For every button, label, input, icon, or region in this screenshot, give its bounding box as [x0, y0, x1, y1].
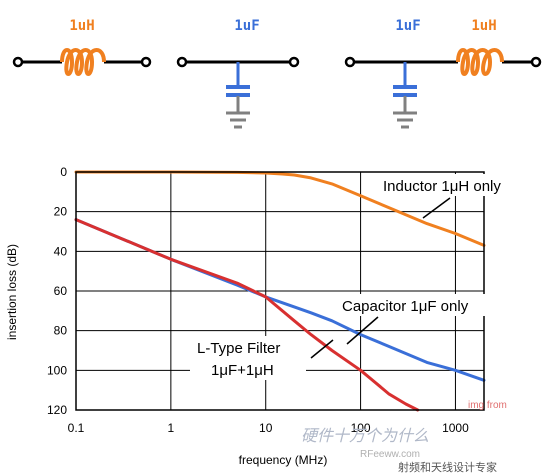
- inductor-coil-icon: [60, 48, 106, 76]
- annotation-bg: [376, 174, 516, 196]
- capacitor-icon: [226, 85, 250, 97]
- y-tick-label: 80: [54, 324, 68, 338]
- watermark-url: RFeeww.com: [360, 449, 420, 460]
- terminal-right: [288, 56, 300, 68]
- terminal-left: [176, 56, 188, 68]
- x-tick-label: 1000: [442, 421, 469, 435]
- series-line-capacitor: [74, 218, 486, 382]
- annotation-pointer: [346, 316, 379, 345]
- circuit-capacitor-only: 1uF: [176, 18, 300, 129]
- annotation-l-type-line2: 1μF+1μH: [211, 362, 274, 379]
- y-tick-labels: 0 20 40 60 80 100 120: [47, 165, 67, 417]
- terminal-right: [530, 56, 542, 68]
- y-axis-title: insertion loss (dB): [5, 244, 19, 340]
- y-tick-label: 60: [54, 284, 68, 298]
- watermark-brand: 硬件十万个为什么: [301, 427, 429, 445]
- terminal-left: [344, 56, 356, 68]
- watermark-sub: 射频和天线设计专家: [398, 460, 497, 473]
- x-tick-label: 10: [259, 421, 273, 435]
- y-tick-label: 0: [60, 165, 67, 179]
- circuit-l-type: 1uF 1uH: [344, 18, 542, 129]
- x-tick-label: 0.1: [68, 421, 85, 435]
- annotation-inductor: Inductor 1μH only: [383, 178, 501, 195]
- ground-icon: [393, 111, 417, 129]
- y-tick-label: 100: [47, 363, 67, 377]
- l-type-capacitor-label: 1uF: [395, 18, 420, 34]
- plot-area: [75, 171, 485, 411]
- annotation-pointer: [422, 197, 451, 219]
- y-tick-label: 20: [54, 205, 68, 219]
- x-tick-label: 1: [168, 421, 175, 435]
- annotation-pointer: [310, 339, 334, 359]
- annotation-bg: [337, 294, 509, 316]
- terminal-right: [140, 56, 152, 68]
- y-tick-label: 120: [47, 403, 67, 417]
- inductor-coil-icon: [456, 48, 504, 76]
- l-type-inductor-label: 1uH: [471, 18, 496, 34]
- inductor-label: 1uH: [69, 18, 94, 34]
- x-axis-title: frequency (MHz): [239, 453, 328, 467]
- x-tick-label: 100: [351, 421, 371, 435]
- capacitor-label: 1uF: [234, 18, 259, 34]
- annotation-capacitor: Capacitor 1μF only: [342, 298, 469, 315]
- capacitor-icon: [393, 85, 417, 97]
- annotation-bg: [190, 336, 306, 380]
- series-line-l-type: [74, 218, 420, 412]
- chart: 0.1 1 10 100 1000 0 20 40 60 80 100 120 frequency …: [5, 165, 516, 467]
- annotation-l-type-line1: L-Type Filter: [197, 340, 280, 357]
- terminal-left: [12, 56, 24, 68]
- watermark: img from 硬件十万个为什么 RFeeww.com 射频和天线设计专家: [301, 400, 507, 473]
- ground-icon: [226, 111, 250, 129]
- y-tick-label: 40: [54, 244, 68, 258]
- circuit-inductor-only: 1uH: [12, 18, 152, 76]
- x-tick-labels: 0.1 1 10 100 1000: [68, 421, 469, 435]
- watermark-small: img from: [468, 400, 507, 411]
